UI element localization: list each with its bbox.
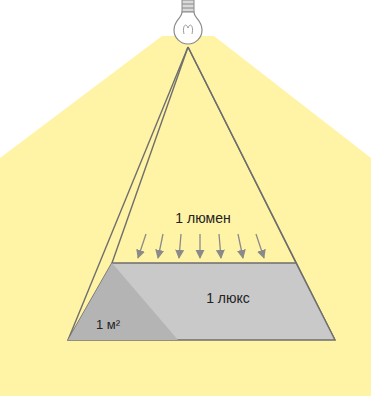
flux-arrows [138, 234, 264, 258]
pyramid-edge [112, 47, 188, 263]
surface-shade [68, 263, 178, 340]
lit-surface: 1 люкс 1 м² [68, 263, 335, 340]
surface-plate [68, 263, 335, 340]
node-label: 1 люкс [206, 290, 250, 307]
light-bulb [174, 0, 202, 44]
light-glow [0, 36, 371, 396]
node-label: 1 люмен [175, 210, 230, 227]
light-pyramid: 1 люмен 1 люкс 1 м² [68, 45, 335, 342]
node-label: 1 м² [96, 317, 120, 333]
